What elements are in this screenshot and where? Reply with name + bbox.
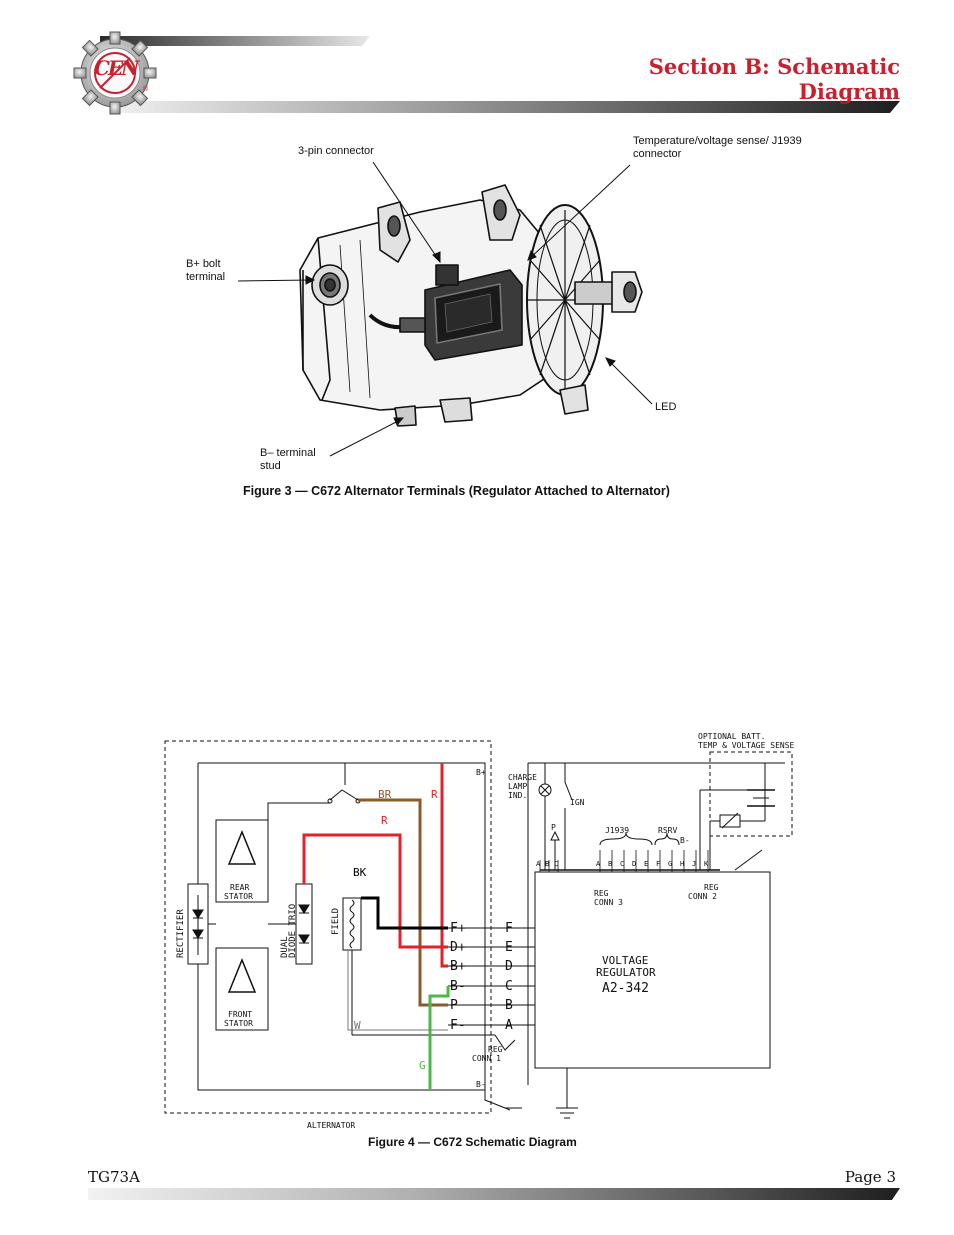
text-reg-conn1-1: REG xyxy=(488,1045,503,1054)
svg-text:F+: F+ xyxy=(450,921,466,936)
label-temp-sense-connector: Temperature/voltage sense/ J1939 connect… xyxy=(633,135,802,160)
wire-label-br: BR xyxy=(378,788,392,801)
svg-text:F: F xyxy=(505,921,513,936)
label-3pin-connector: 3-pin connector xyxy=(298,145,374,157)
svg-text:B: B xyxy=(608,860,612,868)
figure-4-caption: Figure 4 — C672 Schematic Diagram xyxy=(368,1135,577,1149)
text-optional-sense-1: OPTIONAL BATT. xyxy=(698,732,765,741)
label-b-plus-terminal: B+ bolt terminal xyxy=(186,258,226,283)
svg-text:B+: B+ xyxy=(450,959,466,974)
wire-red-battery xyxy=(440,763,448,968)
wire-white xyxy=(347,950,448,1031)
schematic-diagram: OPTIONAL BATT. TEMP & VOLTAGE SENSE ALTE… xyxy=(164,732,795,1130)
cen-logo: CEN ® xyxy=(70,28,160,118)
figure-3-caption: Figure 3 — C672 Alternator Terminals (Re… xyxy=(243,484,670,498)
wire-label-w: W xyxy=(354,1019,361,1032)
svg-text:B: B xyxy=(505,998,513,1013)
text-rectifier: RECTIFIER xyxy=(176,909,186,958)
text-rsrv: RSRV xyxy=(658,826,677,835)
text-optional-sense-2: TEMP & VOLTAGE SENSE xyxy=(698,741,795,750)
svg-text:A: A xyxy=(596,860,601,868)
voltage-regulator-box xyxy=(534,871,771,1069)
text-rear-stator-1: REAR xyxy=(230,883,249,892)
text-j1939: J1939 xyxy=(605,826,629,835)
doc-id: TG73A xyxy=(88,1168,140,1186)
wire-brown xyxy=(358,798,448,1007)
text-ind: IND. xyxy=(508,791,527,800)
svg-text:E: E xyxy=(644,860,648,868)
text-diode-trio: DIODE TRIO xyxy=(288,904,298,958)
page-title: Section B: Schematic Diagram xyxy=(648,54,900,104)
text-regulator-model: A2-342 xyxy=(602,981,649,996)
svg-text:D: D xyxy=(632,860,636,868)
svg-text:K: K xyxy=(704,860,709,868)
text-field: FIELD xyxy=(331,908,341,935)
wire-label-g: G xyxy=(419,1059,426,1072)
text-regulator-1: VOLTAGE xyxy=(602,954,648,967)
text-regulator-2: REGULATOR xyxy=(596,966,656,979)
svg-text:A: A xyxy=(536,860,541,868)
svg-text:A: A xyxy=(505,1018,513,1033)
svg-text:H: H xyxy=(680,860,684,868)
svg-text:F-: F- xyxy=(450,1018,466,1033)
wire-label-r2: R xyxy=(381,814,388,827)
header-bottom-bar xyxy=(112,101,900,113)
text-b-minus-2: B- xyxy=(680,836,690,845)
text-reg-conn3-2: CONN 3 xyxy=(594,898,623,907)
text-alternator: ALTERNATOR xyxy=(307,1121,355,1130)
svg-text:E: E xyxy=(505,940,513,955)
footer-bar xyxy=(88,1188,900,1200)
svg-text:C: C xyxy=(505,979,513,994)
text-b-minus: B- xyxy=(476,1080,486,1089)
leader-b-plus xyxy=(237,279,313,282)
svg-text:C: C xyxy=(620,860,624,868)
svg-text:J: J xyxy=(692,860,696,868)
leader-three-pin xyxy=(372,161,441,263)
svg-text:C: C xyxy=(554,860,558,868)
leader-b-minus xyxy=(329,419,401,457)
svg-text:P: P xyxy=(450,998,458,1013)
label-led: LED xyxy=(655,401,677,413)
svg-text:D: D xyxy=(505,959,513,974)
label-b-minus-stud: B– terminal stud xyxy=(260,447,316,472)
text-b-plus: B+ xyxy=(476,768,486,777)
text-front-stator-2: STATOR xyxy=(224,1019,253,1028)
wire-label-r1: R xyxy=(431,788,438,801)
text-charge: CHARGE xyxy=(508,773,537,782)
text-front-stator-1: FRONT xyxy=(228,1010,252,1019)
wire-black xyxy=(361,896,448,930)
svg-text:F: F xyxy=(656,860,660,868)
text-lamp: LAMP xyxy=(508,782,527,791)
svg-text:B: B xyxy=(545,860,549,868)
logo-text: CEN xyxy=(94,56,139,80)
svg-text:B-: B- xyxy=(450,979,466,994)
header-top-bar xyxy=(100,36,370,46)
alternator-illustration xyxy=(237,161,653,457)
alternator-boundary xyxy=(164,740,492,1114)
text-reg-conn3-1: REG xyxy=(594,889,609,898)
text-reg-conn2-1: REG xyxy=(704,883,719,892)
header-bars xyxy=(100,36,900,113)
text-reg-conn2-2: CONN 2 xyxy=(688,892,717,901)
leader-led xyxy=(607,359,653,405)
registered-mark: ® xyxy=(143,86,149,93)
wire-green xyxy=(428,986,450,1090)
text-dual: DUAL xyxy=(280,936,290,958)
text-ign: IGN xyxy=(570,798,585,807)
wire-label-bk: BK xyxy=(353,866,367,879)
page-number: Page 3 xyxy=(844,1168,896,1186)
wire-red-diode xyxy=(302,833,448,949)
svg-text:D+: D+ xyxy=(450,940,466,955)
svg-text:G: G xyxy=(668,860,672,868)
text-rear-stator-2: STATOR xyxy=(224,892,253,901)
text-reg-conn1-2: CONN 1 xyxy=(472,1054,501,1063)
leader-temp-sense xyxy=(527,164,631,261)
text-p: P xyxy=(551,823,556,832)
